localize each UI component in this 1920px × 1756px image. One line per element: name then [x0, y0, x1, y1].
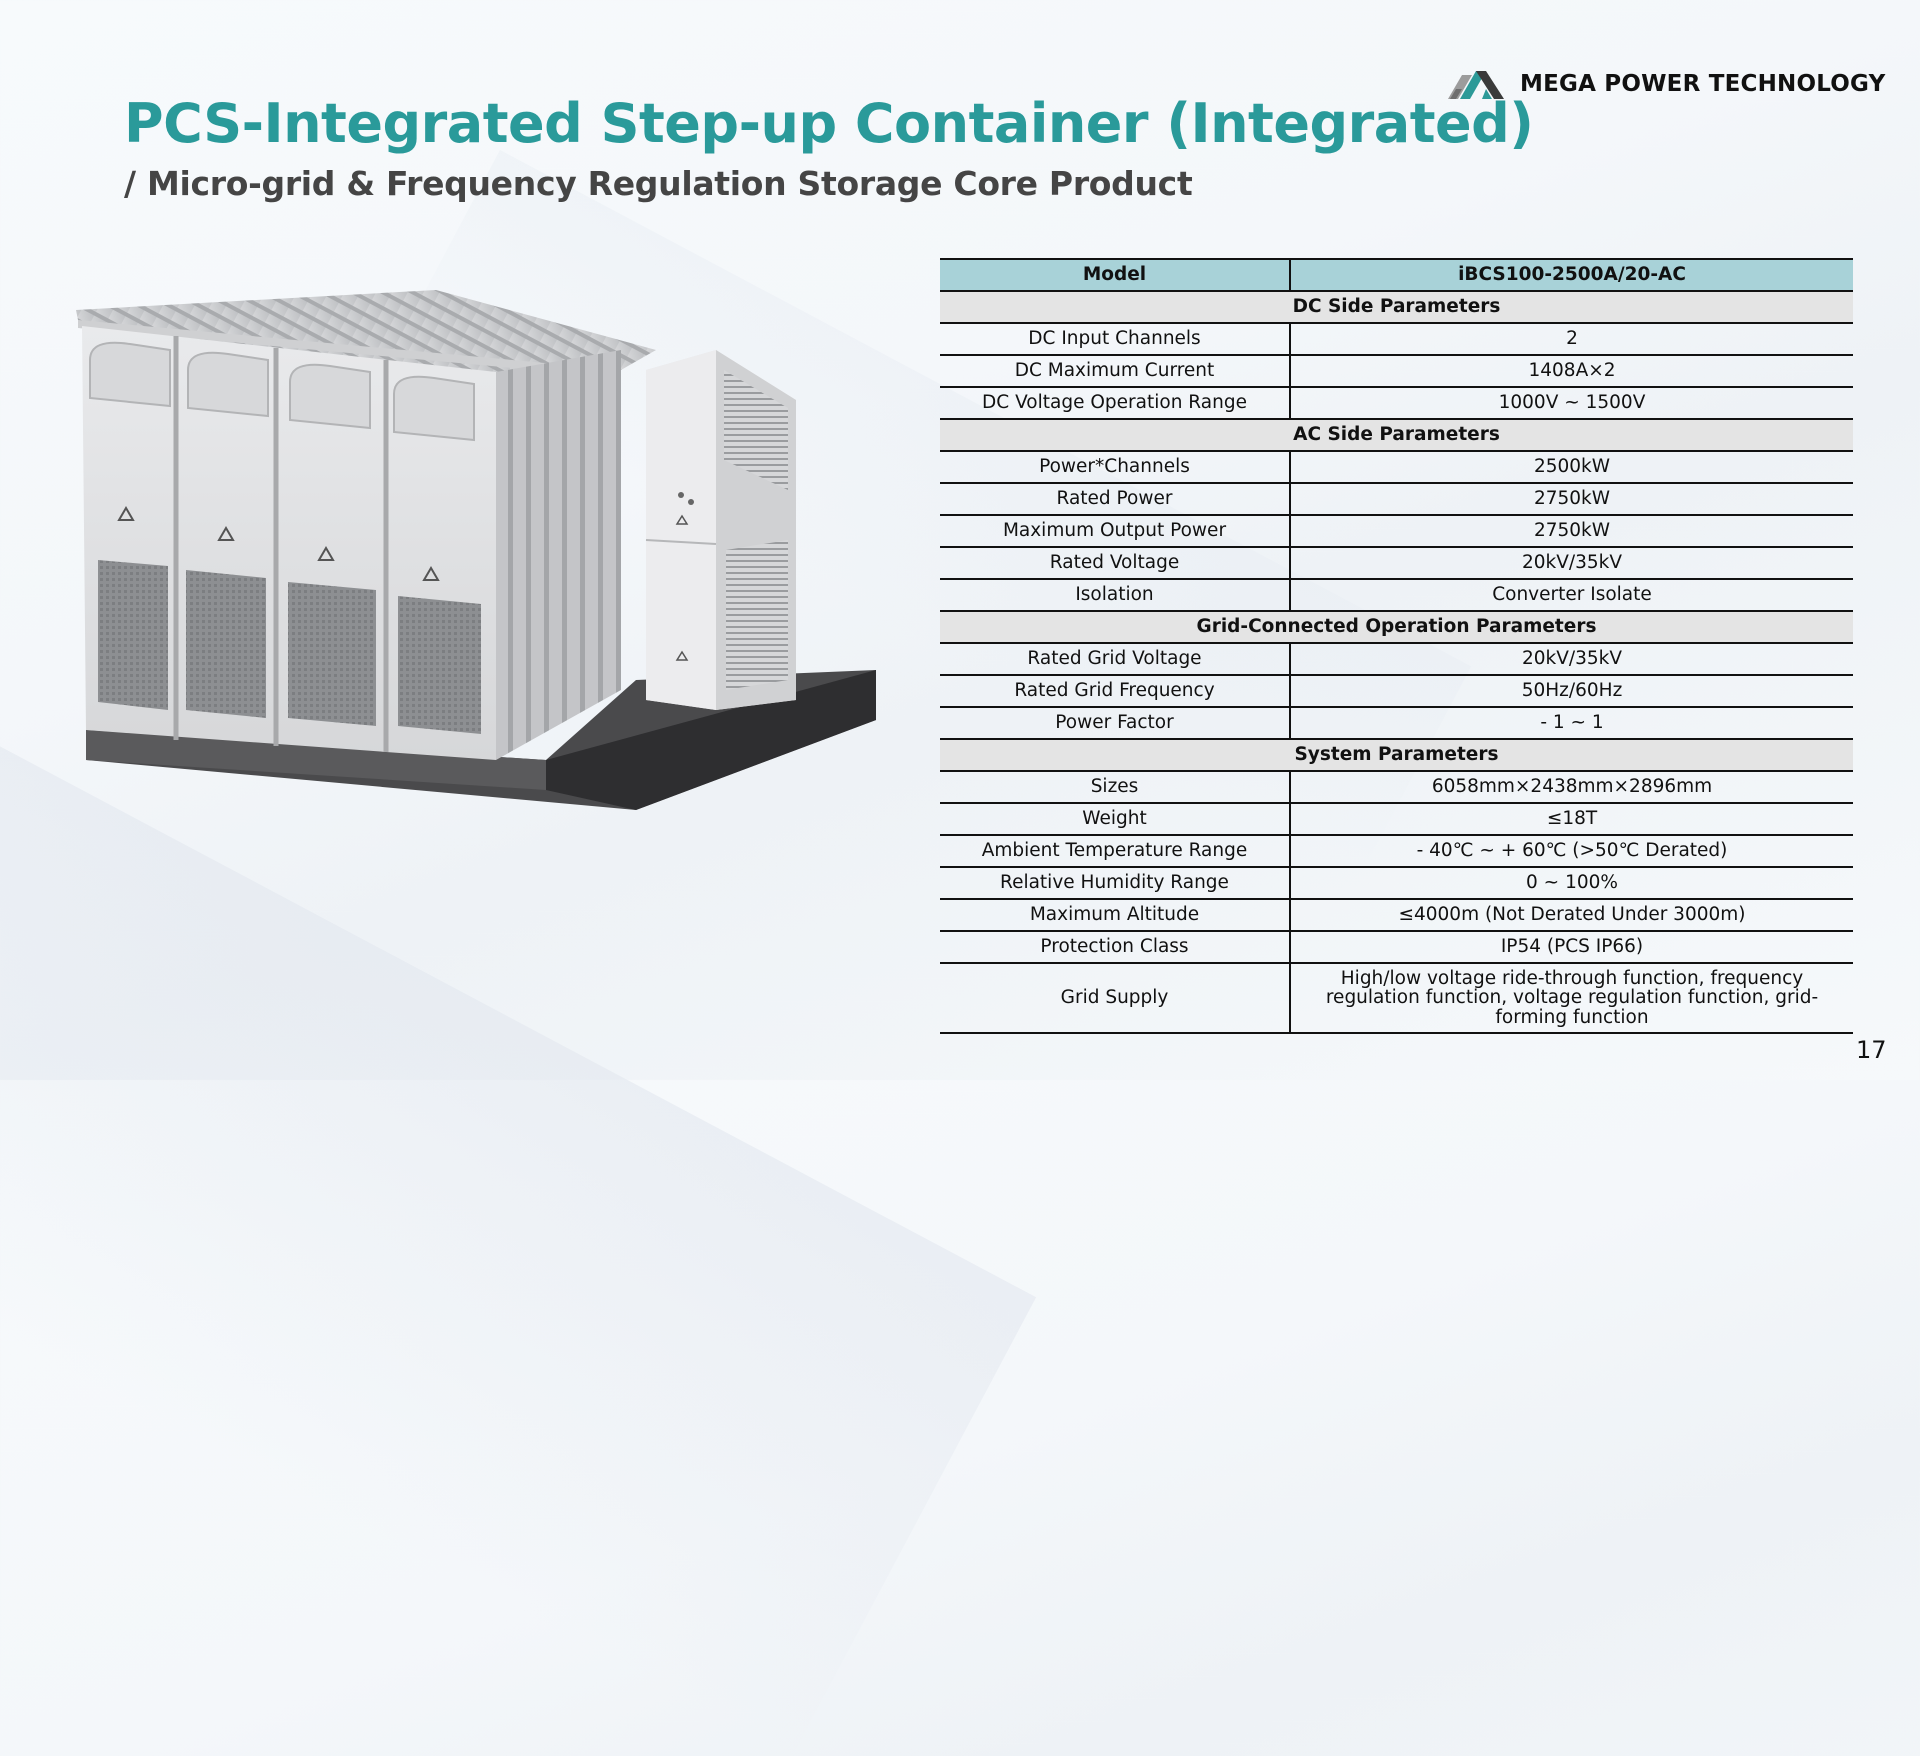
header-value: iBCS100-2500A/20-AC: [1290, 258, 1853, 292]
step-up-container-illustration: [76, 290, 876, 810]
brand-name: MEGA POWER TECHNOLOGY: [1520, 71, 1886, 97]
table-row: DC Maximum Current 1408A×2: [940, 354, 1853, 388]
section-row: System Parameters: [940, 738, 1853, 772]
row-value: ≤18T: [1290, 802, 1853, 836]
row-value: 1000V ~ 1500V: [1290, 386, 1853, 420]
table-row: Maximum Altitude ≤4000m (Not Derated Und…: [940, 898, 1853, 932]
row-label: Sizes: [940, 770, 1291, 804]
section-title: AC Side Parameters: [940, 418, 1853, 452]
row-label: Maximum Output Power: [940, 514, 1291, 548]
table-row: Grid Supply High/low voltage ride-throug…: [940, 962, 1853, 1034]
section-title: System Parameters: [940, 738, 1853, 772]
row-value: 50Hz/60Hz: [1290, 674, 1853, 708]
table-row: DC Voltage Operation Range 1000V ~ 1500V: [940, 386, 1853, 420]
row-label: Rated Voltage: [940, 546, 1291, 580]
row-value: ≤4000m (Not Derated Under 3000m): [1290, 898, 1853, 932]
row-label: Relative Humidity Range: [940, 866, 1291, 900]
row-label: Maximum Altitude: [940, 898, 1291, 932]
table-row: Isolation Converter Isolate: [940, 578, 1853, 612]
table-row: Relative Humidity Range 0 ~ 100%: [940, 866, 1853, 900]
table-row: DC Input Channels 2: [940, 322, 1853, 356]
row-label: Grid Supply: [940, 962, 1291, 1034]
row-value: - 40℃ ~ + 60℃ (>50℃ Derated): [1290, 834, 1853, 868]
table-row: Rated Voltage 20kV/35kV: [940, 546, 1853, 580]
header-label: Model: [940, 258, 1291, 292]
row-label: Weight: [940, 802, 1291, 836]
spec-table: Model iBCS100-2500A/20-AC DC Side Parame…: [940, 258, 1853, 1034]
page-title: PCS-Integrated Step-up Container (Integr…: [124, 92, 1534, 155]
row-label: Rated Grid Frequency: [940, 674, 1291, 708]
row-label: DC Maximum Current: [940, 354, 1291, 388]
row-label: Rated Power: [940, 482, 1291, 516]
section-row: DC Side Parameters: [940, 290, 1853, 324]
section-title: DC Side Parameters: [940, 290, 1853, 324]
table-row: Protection Class IP54 (PCS IP66): [940, 930, 1853, 964]
section-title: Grid-Connected Operation Parameters: [940, 610, 1853, 644]
row-value: 2500kW: [1290, 450, 1853, 484]
row-label: Rated Grid Voltage: [940, 642, 1291, 676]
row-value: 6058mm×2438mm×2896mm: [1290, 770, 1853, 804]
table-row: Power*Channels 2500kW: [940, 450, 1853, 484]
row-label: Power*Channels: [940, 450, 1291, 484]
row-label: Isolation: [940, 578, 1291, 612]
table-row: Rated Power 2750kW: [940, 482, 1853, 516]
row-value: 20kV/35kV: [1290, 642, 1853, 676]
mega-power-logo-icon: [1448, 71, 1504, 99]
table-row: Maximum Output Power 2750kW: [940, 514, 1853, 548]
row-label: Ambient Temperature Range: [940, 834, 1291, 868]
row-label: Protection Class: [940, 930, 1291, 964]
section-row: AC Side Parameters: [940, 418, 1853, 452]
row-label: DC Input Channels: [940, 322, 1291, 356]
row-value: High/low voltage ride-through function, …: [1290, 962, 1853, 1034]
table-header-row: Model iBCS100-2500A/20-AC: [940, 258, 1853, 292]
row-value: IP54 (PCS IP66): [1290, 930, 1853, 964]
row-value: 2750kW: [1290, 482, 1853, 516]
row-value: Converter Isolate: [1290, 578, 1853, 612]
row-value: 2: [1290, 322, 1853, 356]
row-value: 0 ~ 100%: [1290, 866, 1853, 900]
table-row: Rated Grid Frequency 50Hz/60Hz: [940, 674, 1853, 708]
table-row: Power Factor - 1 ~ 1: [940, 706, 1853, 740]
table-row: Ambient Temperature Range - 40℃ ~ + 60℃ …: [940, 834, 1853, 868]
row-value: 2750kW: [1290, 514, 1853, 548]
table-row: Rated Grid Voltage 20kV/35kV: [940, 642, 1853, 676]
row-label: Power Factor: [940, 706, 1291, 740]
page-number: 17: [1856, 1036, 1887, 1064]
table-row: Weight ≤18T: [940, 802, 1853, 836]
section-row: Grid-Connected Operation Parameters: [940, 610, 1853, 644]
row-value: 1408A×2: [1290, 354, 1853, 388]
row-label: DC Voltage Operation Range: [940, 386, 1291, 420]
page-subtitle: / Micro-grid & Frequency Regulation Stor…: [124, 164, 1193, 203]
row-value: 20kV/35kV: [1290, 546, 1853, 580]
brand-logo: MEGA POWER TECHNOLOGY: [1446, 66, 1885, 102]
table-row: Sizes 6058mm×2438mm×2896mm: [940, 770, 1853, 804]
row-value: - 1 ~ 1: [1290, 706, 1853, 740]
